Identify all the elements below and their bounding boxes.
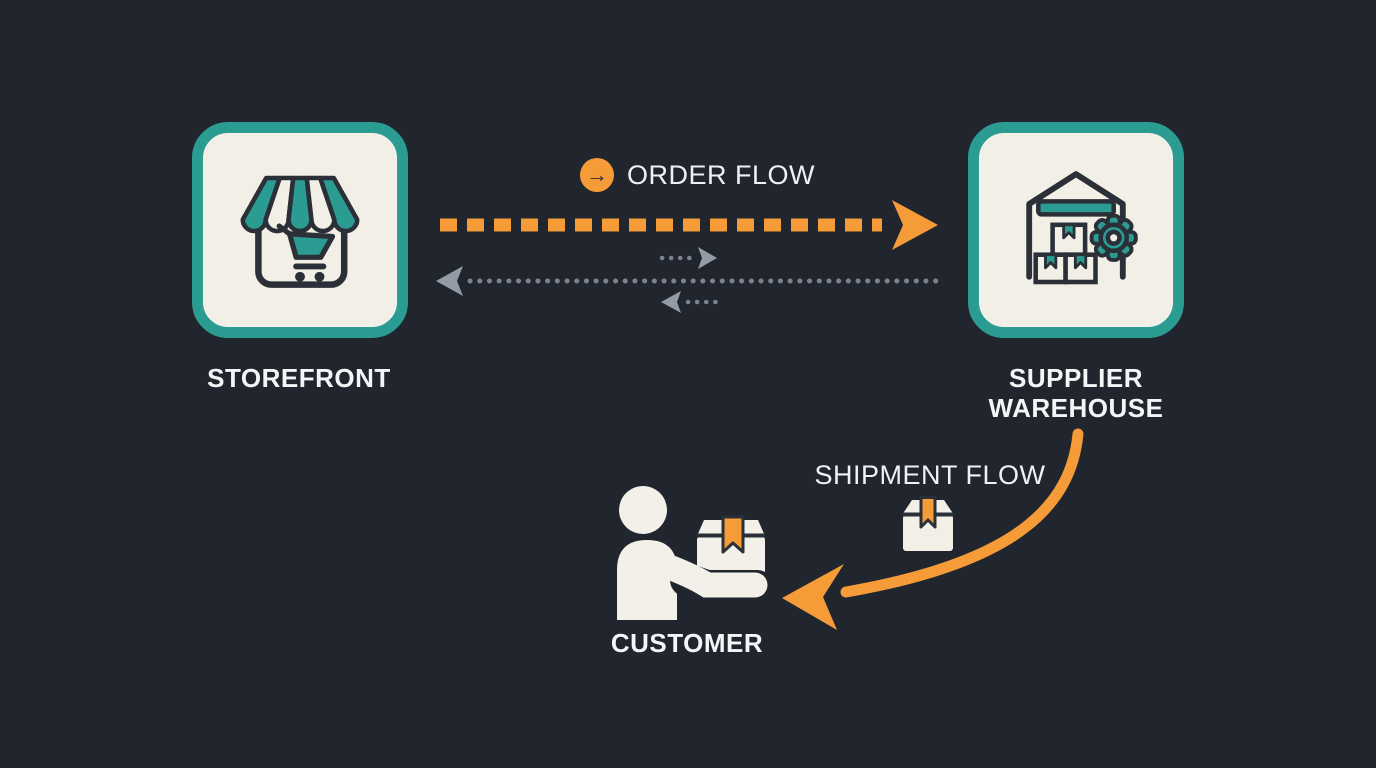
- shopping-cart-icon: [276, 223, 336, 282]
- warehouse-node: [968, 122, 1184, 338]
- customer-receiving-package-icon: [617, 486, 774, 620]
- shipment-flow-arrow: [782, 428, 1084, 630]
- warehouse-icon: [1026, 171, 1138, 285]
- warehouse-boxes: [1033, 222, 1098, 285]
- package-icon: [902, 496, 954, 551]
- return-flow-short-right-arrow: [659, 247, 717, 269]
- customer-label: CUSTOMER: [610, 628, 764, 658]
- order-flow-caption: → ORDER FLOW: [580, 158, 815, 192]
- storefront-icon: [240, 175, 360, 288]
- return-flow-long-left-arrow: [436, 266, 939, 296]
- right-arrow-circle-icon: →: [580, 158, 614, 192]
- return-flow-short-left-arrow: [661, 291, 721, 313]
- gear-icon: [1089, 213, 1138, 262]
- storefront-node: [192, 122, 408, 338]
- store-awning: [240, 175, 360, 234]
- warehouse-label: SUPPLIER WAREHOUSE: [988, 363, 1164, 423]
- storefront-label: STOREFRONT: [207, 363, 391, 393]
- order-flow-label: ORDER FLOW: [627, 159, 816, 190]
- shipment-flow-label: SHIPMENT FLOW: [814, 460, 1046, 490]
- order-flow-arrow: [440, 200, 938, 250]
- customer-arm: [648, 551, 774, 604]
